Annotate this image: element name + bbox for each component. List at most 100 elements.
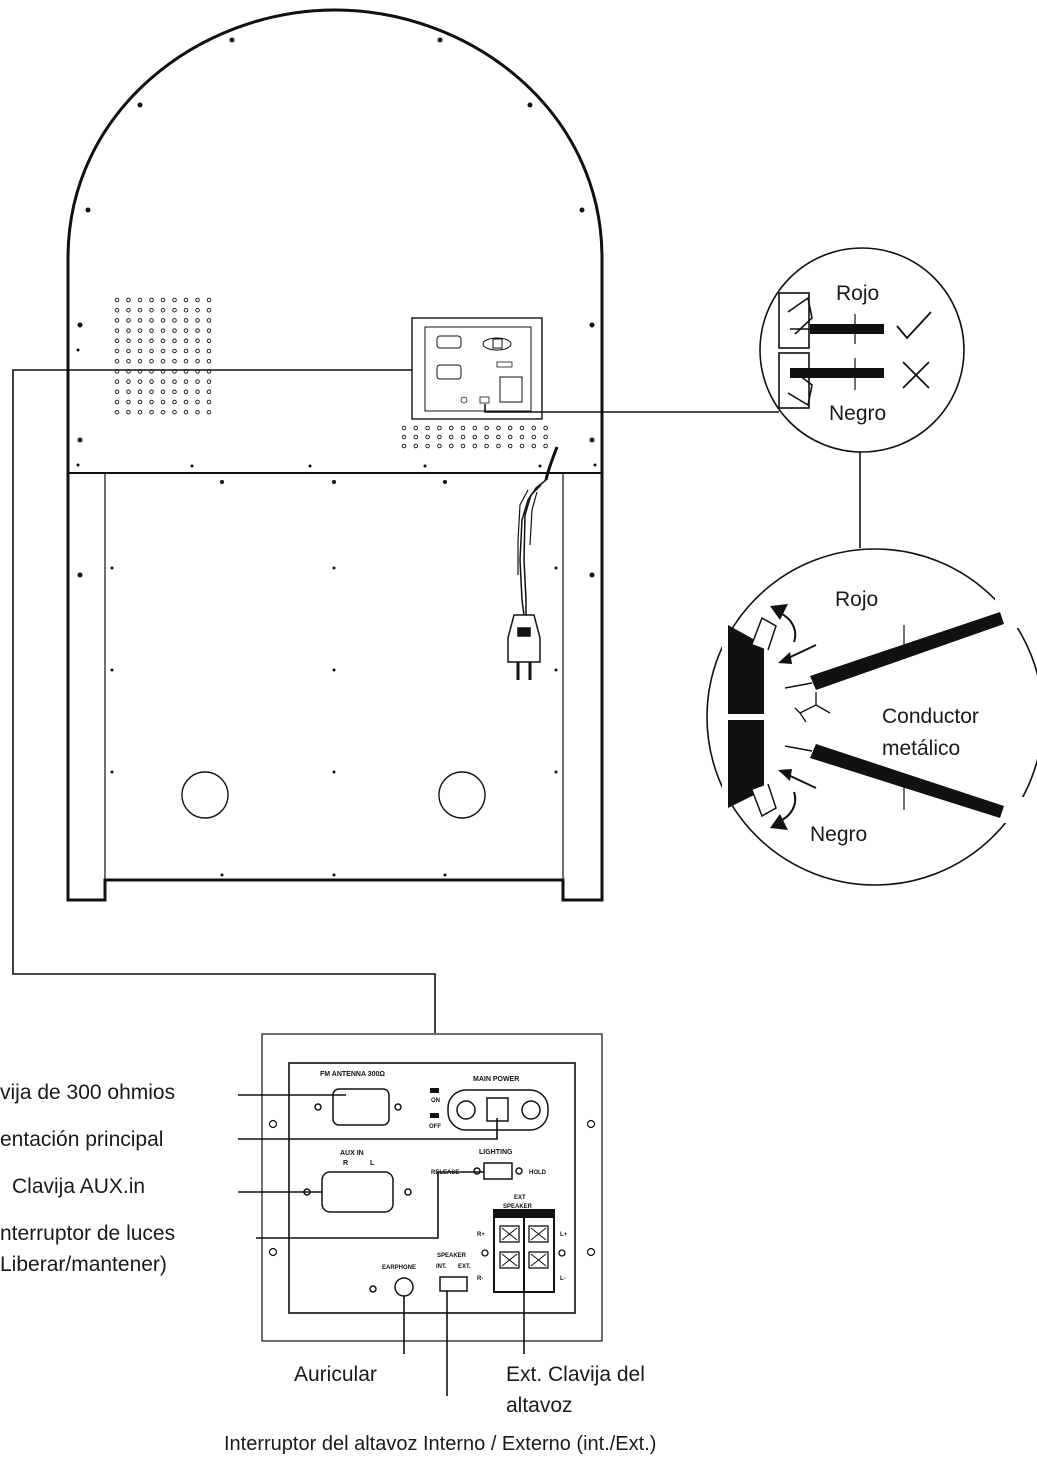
vent-hole [126,409,131,415]
vent-hole [507,443,513,449]
label-ext-speaker-2: altavoz [506,1394,573,1412]
vent-hole [114,348,120,354]
speaker-vent-left [114,297,212,415]
vent-hole [448,434,454,440]
vent-hole [195,389,200,395]
wire-callout-top [759,247,965,453]
vent-hole [149,328,154,333]
vent-hole [137,328,143,333]
panel-aux-l: L [370,1160,375,1167]
vent-hole [172,318,177,323]
vent-hole [195,307,200,313]
vent-hole [519,443,525,449]
vent-hole [160,328,166,333]
wire-callout-bottom [706,548,1037,886]
cabinet-screws [76,37,597,877]
cabinet-connection-panel [411,317,543,420]
vent-hole [183,318,189,323]
bottom-callout-negro: Negro [810,823,868,846]
vent-hole [149,399,154,405]
conductor-label-line2: metálico [882,737,961,760]
fm-antenna-jack [314,1088,402,1126]
vent-hole [149,297,154,303]
vent-hole [206,318,212,323]
vent-hole [126,379,131,384]
vent-hole [531,434,537,440]
vent-hole [425,434,430,440]
panel-speaker-switch-label: SPEAKER [437,1253,467,1259]
vent-hole [206,307,212,313]
panel-aux-label: AUX IN [340,1150,364,1157]
vent-hole [160,409,166,415]
vent-hole [149,409,154,415]
vent-hole [496,425,501,431]
vent-hole [172,409,177,415]
vent-hole [460,443,466,449]
vent-hole [149,318,154,323]
vent-hole [437,443,442,449]
vent-hole [126,338,131,344]
vent-hole [160,338,166,344]
vent-hole [460,434,466,440]
speaker-switch [439,1276,468,1292]
rear-panel-detail [261,1033,603,1342]
vent-hole [195,409,200,415]
vent-hole [126,399,131,405]
panel-off-label: OFF [429,1124,441,1130]
check-icon [896,311,932,340]
vent-hole [149,338,154,344]
vent-hole [472,434,478,440]
vent-hole [183,328,189,333]
vent-hole [437,434,442,440]
vent-hole [519,425,525,431]
vent-hole [126,358,131,364]
vent-hole [401,434,407,440]
vent-hole [496,434,501,440]
leader-lines [12,369,861,1033]
panel-earphone-label: EARPHONE [382,1265,416,1271]
vent-hole [484,425,489,431]
vent-hole [137,338,143,344]
label-main-power: entación principal [0,1128,164,1151]
vent-hole [425,425,430,431]
vent-hole [484,443,489,449]
vent-hole [172,389,177,395]
bottom-callout-rojo: Rojo [835,588,879,611]
main-power-switch [447,1089,549,1131]
vent-hole [149,379,154,384]
label-aux-in: Clavija AUX.in [12,1175,146,1198]
vent-hole [206,389,212,395]
vent-hole [448,425,454,431]
vent-hole [183,307,189,313]
vent-hole [149,358,154,364]
vent-hole [160,307,166,313]
vent-hole [149,348,154,354]
vent-hole [160,389,166,395]
vent-hole [126,318,131,323]
panel-l-minus: L- [560,1276,566,1282]
vent-hole [126,348,131,354]
vent-hole [195,318,200,323]
label-light-switch-1: nterruptor de luces [0,1222,176,1245]
lighting-switch [473,1162,523,1180]
vent-hole [126,307,131,313]
vent-hole [114,358,120,364]
panel-int-label: INT. [436,1264,447,1270]
vent-hole [137,358,143,364]
vent-hole [114,318,120,323]
panel-release-label: RELEASE [431,1170,459,1176]
panel-l-plus: L+ [560,1232,568,1238]
vent-hole [137,399,143,405]
vent-hole [172,297,177,303]
vent-hole [137,389,143,395]
vent-hole [531,425,537,431]
vent-hole [126,389,131,395]
vent-hole [543,443,548,449]
vent-hole [195,399,200,405]
cabinet-outline [66,8,604,902]
vent-hole [507,434,513,440]
vent-hole [401,443,407,449]
vent-hole [149,307,154,313]
vent-hole [114,409,120,415]
